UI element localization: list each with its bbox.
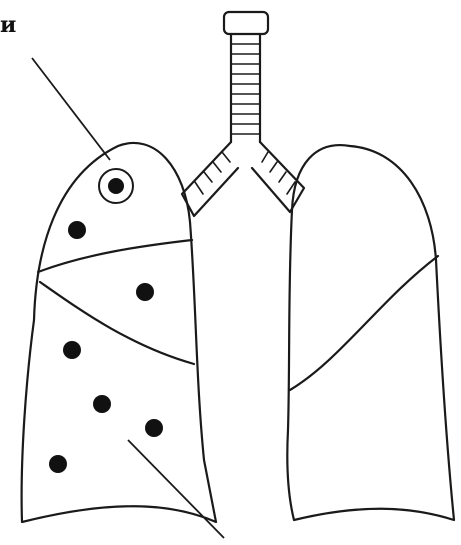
- lesion-focus-2: [136, 283, 154, 301]
- right-lung-oblique-fissure: [40, 282, 194, 364]
- leader-line-top: [32, 58, 110, 160]
- lesion-focus-4: [93, 395, 111, 413]
- left-lung-oblique-fissure: [290, 256, 438, 390]
- right-lung-horizontal-fissure: [38, 240, 192, 272]
- right-bronchus: [182, 142, 238, 216]
- label-top-left: и: [0, 14, 16, 36]
- left-lung: [287, 145, 454, 520]
- left-bronchus: [252, 142, 304, 212]
- lesion-focus-6: [49, 455, 67, 473]
- lesion-focus-1: [68, 221, 86, 239]
- trachea: [224, 12, 268, 142]
- lesion-focus-5: [145, 419, 163, 437]
- lesion-focus-3: [63, 341, 81, 359]
- cavity-lesion: [99, 169, 133, 203]
